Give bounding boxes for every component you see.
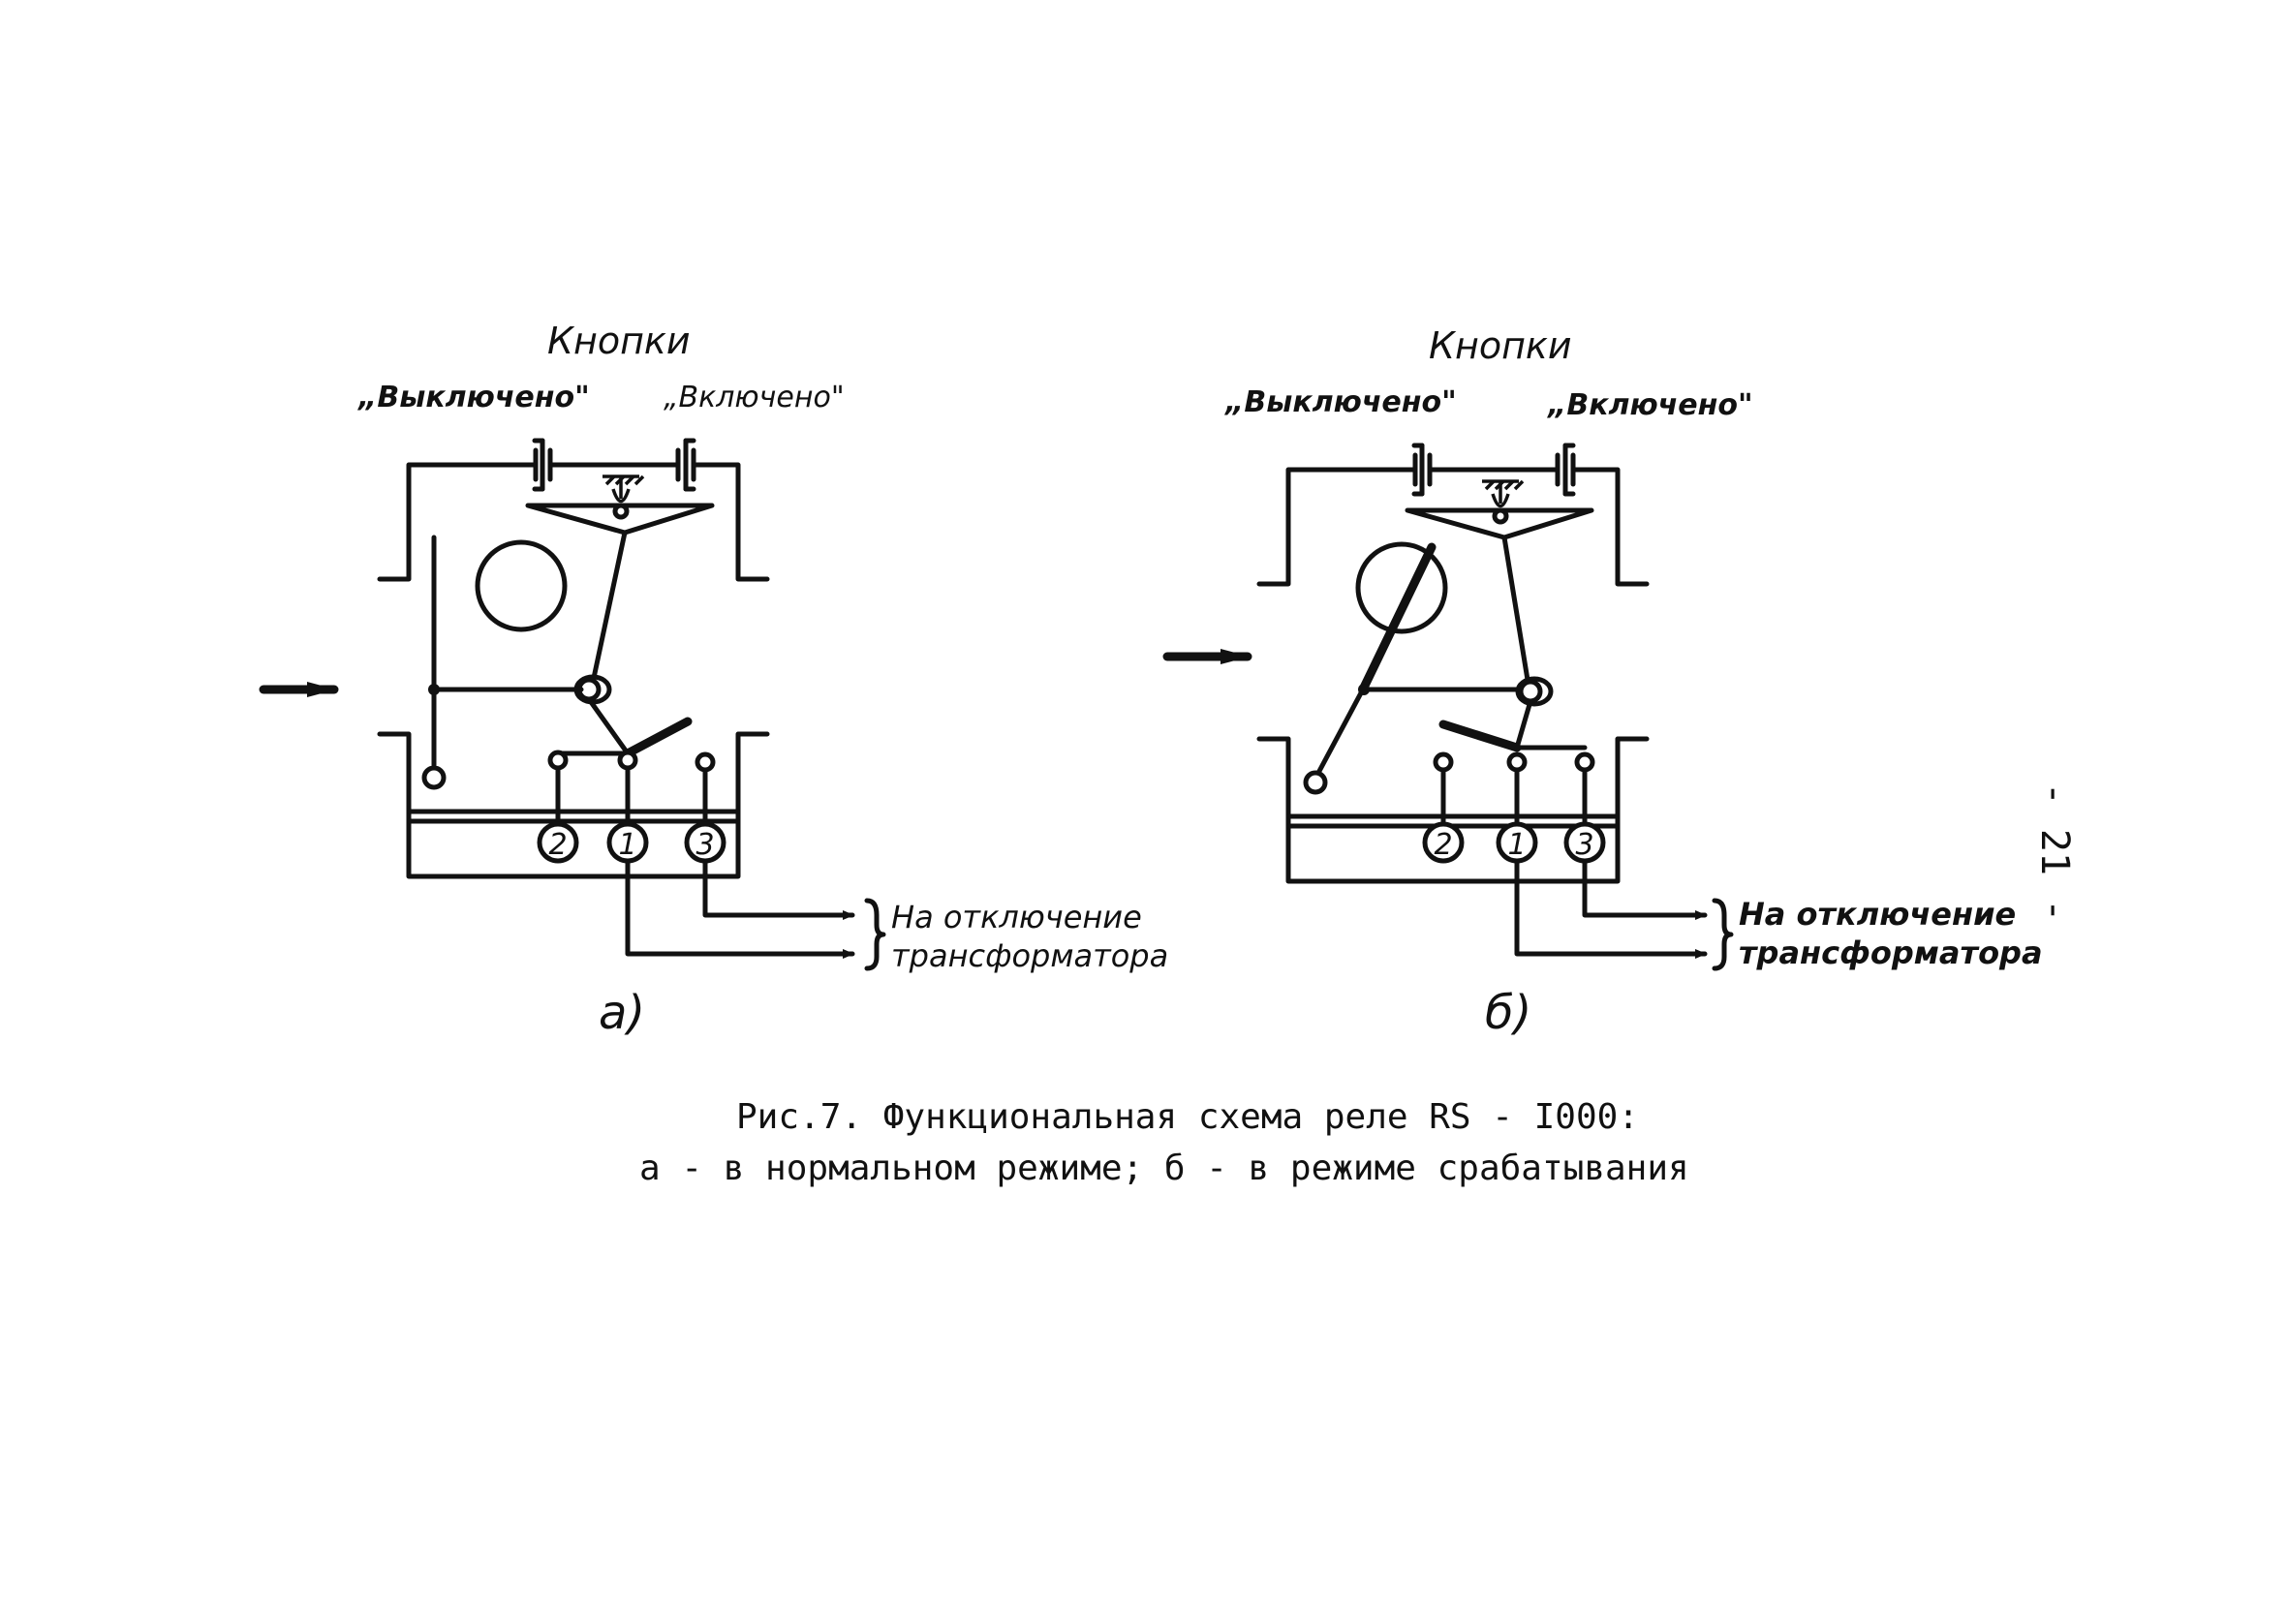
diagram-b: Кнопки „Выключено" „Включено" 2 1 3	[1162, 324, 2043, 1040]
diagram-a-button-off-label: „Выключено"	[356, 381, 590, 414]
diagram-a-relay-body	[380, 441, 767, 876]
diagram-a-label: а)	[599, 986, 645, 1040]
diagram-a-output-line2: трансформатора	[891, 937, 1168, 974]
diagram-b-label: б)	[1485, 986, 1531, 1040]
diagram-b-terminal-2: 2	[1434, 828, 1452, 862]
diagram-a-output-line1: На отключение	[891, 899, 1142, 935]
diagram-a: Кнопки „Выключено" „Включено" 2 1 3	[259, 320, 1168, 1040]
caption-line2: а - в нормальном режиме; б - в режиме ср…	[639, 1149, 1689, 1188]
diagram-b-output-line2: трансформатора	[1739, 935, 2043, 971]
diagram-b-output-line1: На отключение	[1739, 896, 2016, 933]
diagram-b-title: Кнопки	[1429, 324, 1572, 367]
diagram-b-disc	[1355, 541, 1448, 634]
diagram-a-button-on-label: „Включено"	[664, 381, 845, 414]
page-number: - 21 -	[2032, 782, 2077, 923]
diagram-b-terminal-3: 3	[1575, 828, 1593, 862]
diagram-a-terminal-3: 3	[695, 828, 714, 862]
diagram-a-title: Кнопки	[547, 320, 691, 362]
diagram-a-terminal-2: 2	[548, 828, 567, 862]
diagram-b-button-on-label: „Включено"	[1546, 388, 1753, 422]
caption-line1: Рис.7. Функциональная схема реле RS - I0…	[736, 1097, 1639, 1137]
diagram-b-terminal-1: 1	[1507, 828, 1526, 862]
diagram-a-terminal-1: 1	[618, 828, 636, 862]
diagram-b-button-off-label: „Выключено"	[1223, 385, 1457, 419]
diagram-b-relay-body	[1259, 445, 1647, 881]
diagram-a-disc	[475, 539, 568, 632]
